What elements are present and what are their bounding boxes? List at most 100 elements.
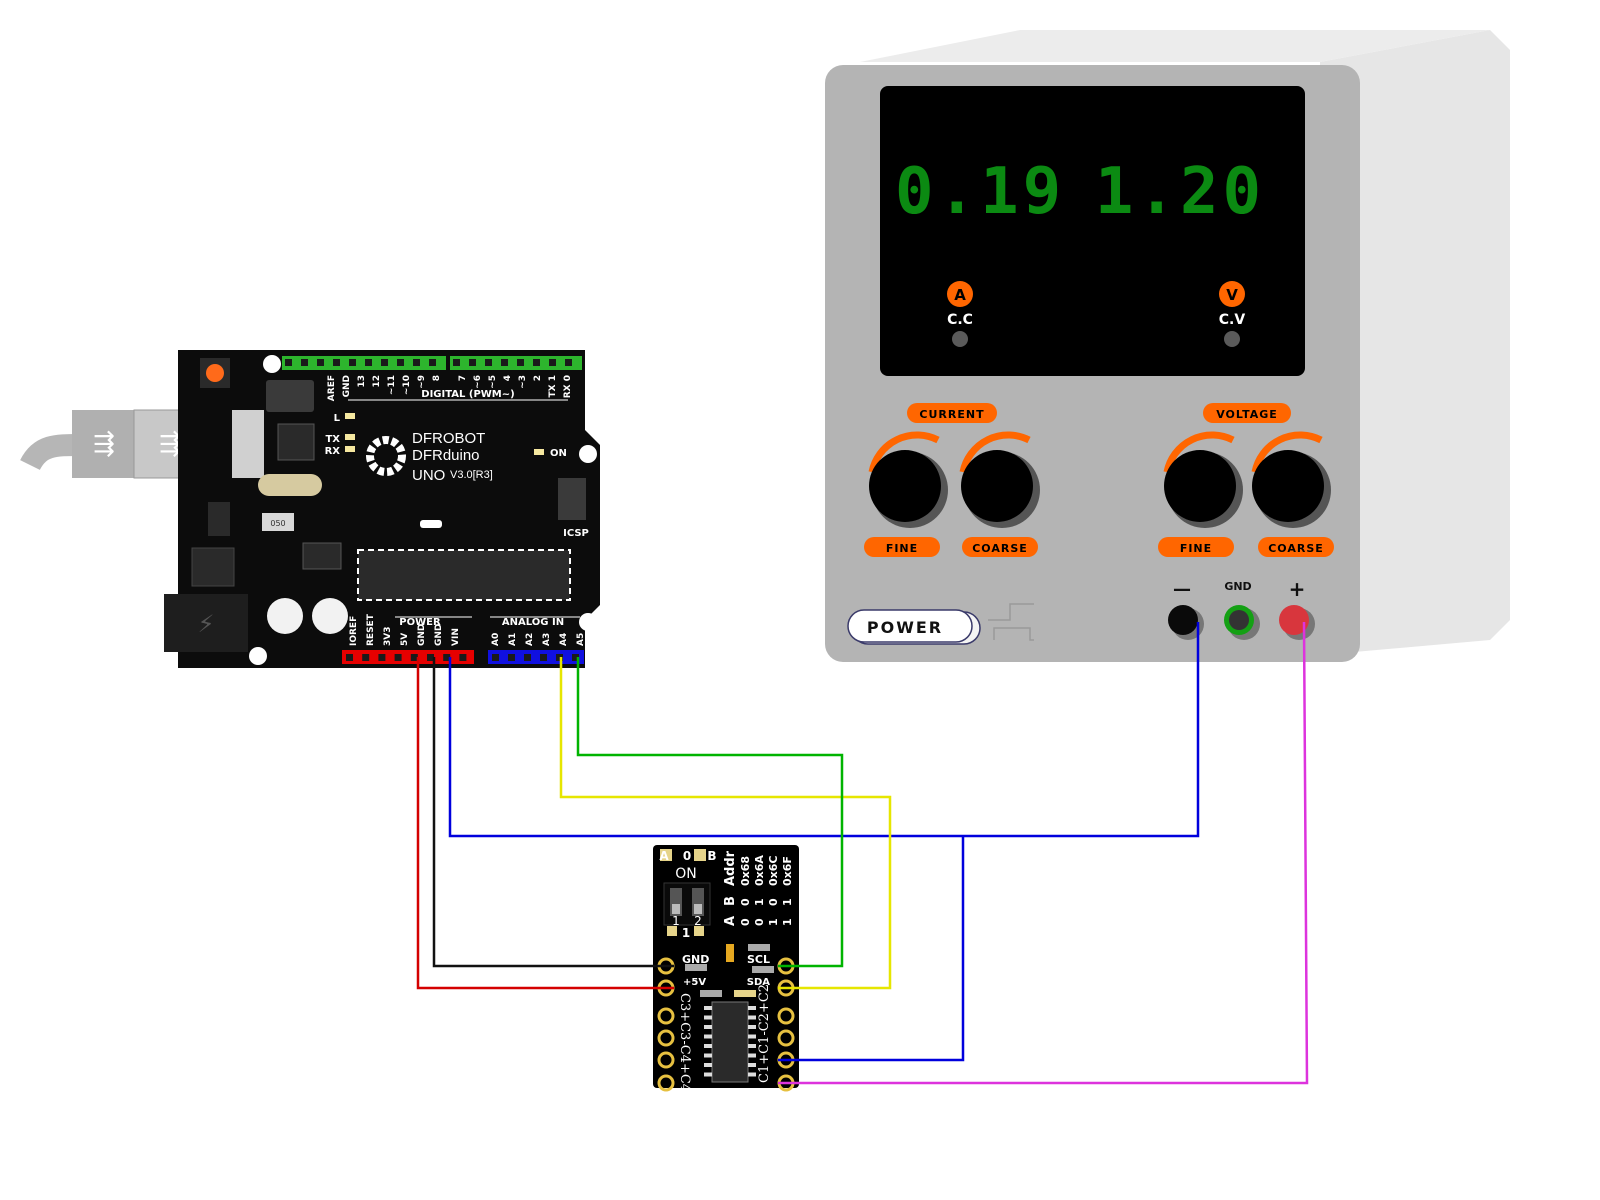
header-hole[interactable] [427,654,434,661]
header-hole[interactable] [556,654,563,661]
positive-terminal-label: + [1289,577,1306,601]
dip-b-label: B [707,849,716,863]
module-pin[interactable] [657,1007,675,1025]
volt-badge-label: V [1226,286,1238,304]
current-fine-knob[interactable] [868,431,948,528]
header-hole[interactable] [443,654,451,661]
module-pin[interactable] [657,1029,675,1047]
negative-terminal[interactable] [1168,605,1204,640]
wire-gnd-black [432,657,674,968]
uno-label: UNO [412,467,445,484]
header-hole[interactable] [285,359,292,366]
right-channel-label: C1+C1-C2+C2- [757,980,772,1083]
ic-leg [748,1072,756,1077]
header-hole[interactable] [362,654,370,661]
ic-leg [748,1015,756,1020]
header-hole[interactable] [549,359,556,366]
ic-leg [704,1025,712,1029]
header-hole[interactable] [565,359,572,366]
mount-hole-1 [263,355,281,373]
header-hole[interactable] [572,654,579,661]
header-hole[interactable] [397,359,404,366]
voltage-coarse-label: COARSE [1268,542,1324,555]
wires [416,621,1309,1085]
header-hole[interactable] [378,654,386,661]
header-hole[interactable] [517,359,524,366]
header-hole[interactable] [540,654,547,661]
digital-pin-label: TX 1 [548,375,558,397]
analog-pin-label: A4 [559,633,569,646]
header-hole[interactable] [501,359,508,366]
dip-slider-1 [672,904,680,914]
addr-row-3-addr: 0x6C [767,856,780,886]
header-hole[interactable] [508,654,515,661]
header-hole[interactable] [317,359,324,366]
header-hole[interactable] [365,359,372,366]
header-holes [285,359,579,661]
crystal [258,474,322,496]
power-pin-label: IOREF [349,616,359,646]
digital-pin-label: ~6 [473,375,483,389]
header-hole[interactable] [429,359,436,366]
analog-pin-label: A0 [491,633,501,646]
ic-leg [704,1015,712,1020]
module-pin[interactable] [657,1051,675,1069]
dip-2-label: 2 [694,914,702,928]
usb-port [232,410,264,478]
wire-scl-green [576,657,844,968]
current-coarse-knob[interactable] [959,431,1040,528]
header-hole[interactable] [524,654,531,661]
header-hole[interactable] [410,654,418,661]
analog-pin-label: A1 [508,633,518,646]
negative-terminal-label: — [1173,579,1191,600]
power-header [342,650,474,664]
module-resistor-2 [748,944,770,951]
ic-leg [704,1053,712,1058]
header-hole[interactable] [301,359,308,366]
power-section-label: POWER [399,617,441,628]
header-hole[interactable] [333,359,340,366]
dip-1-label: 1 [672,914,680,928]
voltage-coarse-knob[interactable] [1251,431,1331,528]
voltage-fine-knob[interactable] [1163,431,1243,528]
gnd-terminal[interactable] [1224,605,1260,640]
header-hole[interactable] [413,359,420,366]
adc-ic [711,1001,749,1083]
module-5v-label: +5V [683,977,706,988]
module-gnd-label: GND [682,953,709,966]
ampere-badge-label: A [954,286,966,304]
module-pin[interactable] [657,1074,675,1092]
power-pin-label: GND [434,624,444,646]
ic-leg [704,1063,712,1067]
header-hole[interactable] [346,654,353,661]
digital-pin-label: 8 [432,375,442,381]
current-coarse-pill [962,537,1038,557]
addr-row-1-addr: 0x68 [739,856,752,886]
ic-leg [704,1044,712,1048]
header-hole[interactable] [453,359,460,366]
header-hole[interactable] [533,359,540,366]
power-jack-icon: ⚡ [198,610,215,638]
header-hole[interactable] [381,359,388,366]
header-hole[interactable] [394,654,402,661]
header-hole[interactable] [459,654,467,661]
digital-pin-label: ~3 [518,375,528,389]
led-on-label: ON [550,448,567,459]
voltage-fine-pill [1158,537,1234,557]
addr-row-1-a: 0 [739,918,752,926]
header-hole[interactable] [492,654,499,661]
positive-terminal[interactable] [1279,605,1315,640]
adc-ic-legs [704,1006,756,1077]
header-hole[interactable] [349,359,356,366]
reset-button-cap[interactable] [206,364,224,382]
module-pin[interactable] [777,1007,795,1025]
current-fine-pill [864,537,940,557]
power-button[interactable]: POWER [847,609,981,645]
addr-row-2-addr: 0x6A [753,855,766,886]
header-hole[interactable] [469,359,476,366]
header-hole[interactable] [485,359,492,366]
fuse [262,513,294,531]
module-pin[interactable] [777,1029,795,1047]
cc-indicator-led [952,331,968,347]
